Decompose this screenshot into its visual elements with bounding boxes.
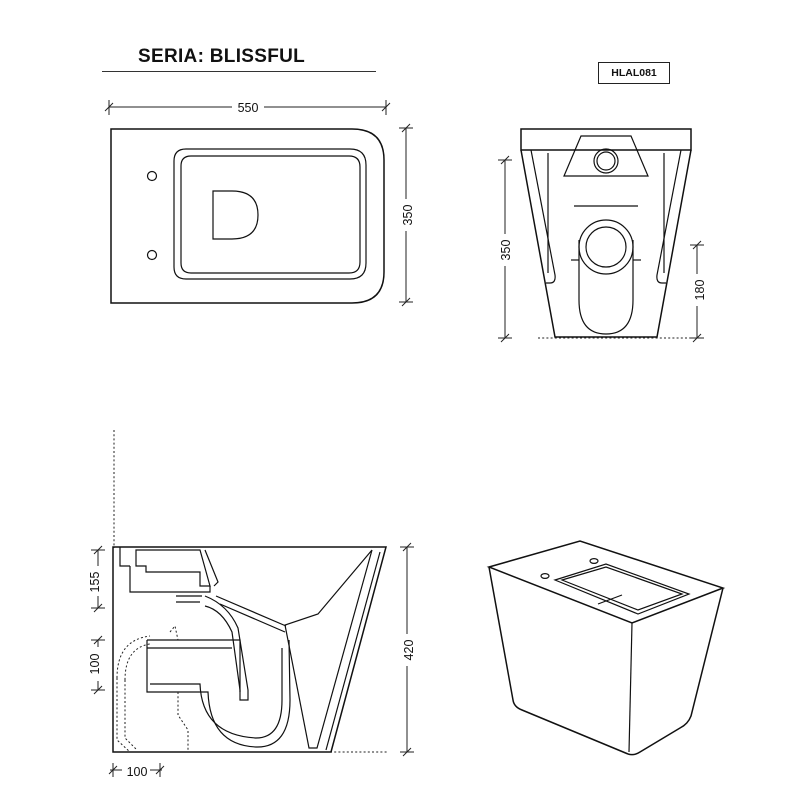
side-outlet-dim: 100 [88, 654, 102, 675]
top-bowl-outer [173, 148, 367, 280]
front-height-dim: 350 [499, 240, 513, 261]
perspective-view [486, 540, 726, 756]
fixing-hole-icon [146, 170, 158, 182]
top-depth-dim: 350 [401, 205, 415, 226]
fixing-hole-icon [589, 557, 599, 564]
side-outline [112, 546, 387, 753]
series-title: SERIA: BLISSFUL [138, 46, 306, 67]
top-view: 550 350 [104, 100, 415, 307]
product-code-box: HLAL081 [598, 62, 670, 84]
side-upper-dim: 155 [88, 572, 102, 593]
top-drain [212, 190, 259, 240]
side-height-dim: 420 [402, 640, 416, 661]
title-underline [102, 71, 376, 72]
top-width-dim: 550 [238, 101, 259, 115]
top-bowl-inner [180, 155, 361, 274]
side-wall-dim: 100 [127, 765, 148, 779]
fixing-hole-icon [540, 572, 550, 579]
front-outlet-dim: 180 [693, 280, 707, 301]
front-view: 350 180 [498, 128, 707, 343]
top-outline [110, 128, 385, 304]
fixing-hole-icon [146, 249, 158, 261]
side-section-view: 155 100 420 100 [88, 430, 416, 779]
